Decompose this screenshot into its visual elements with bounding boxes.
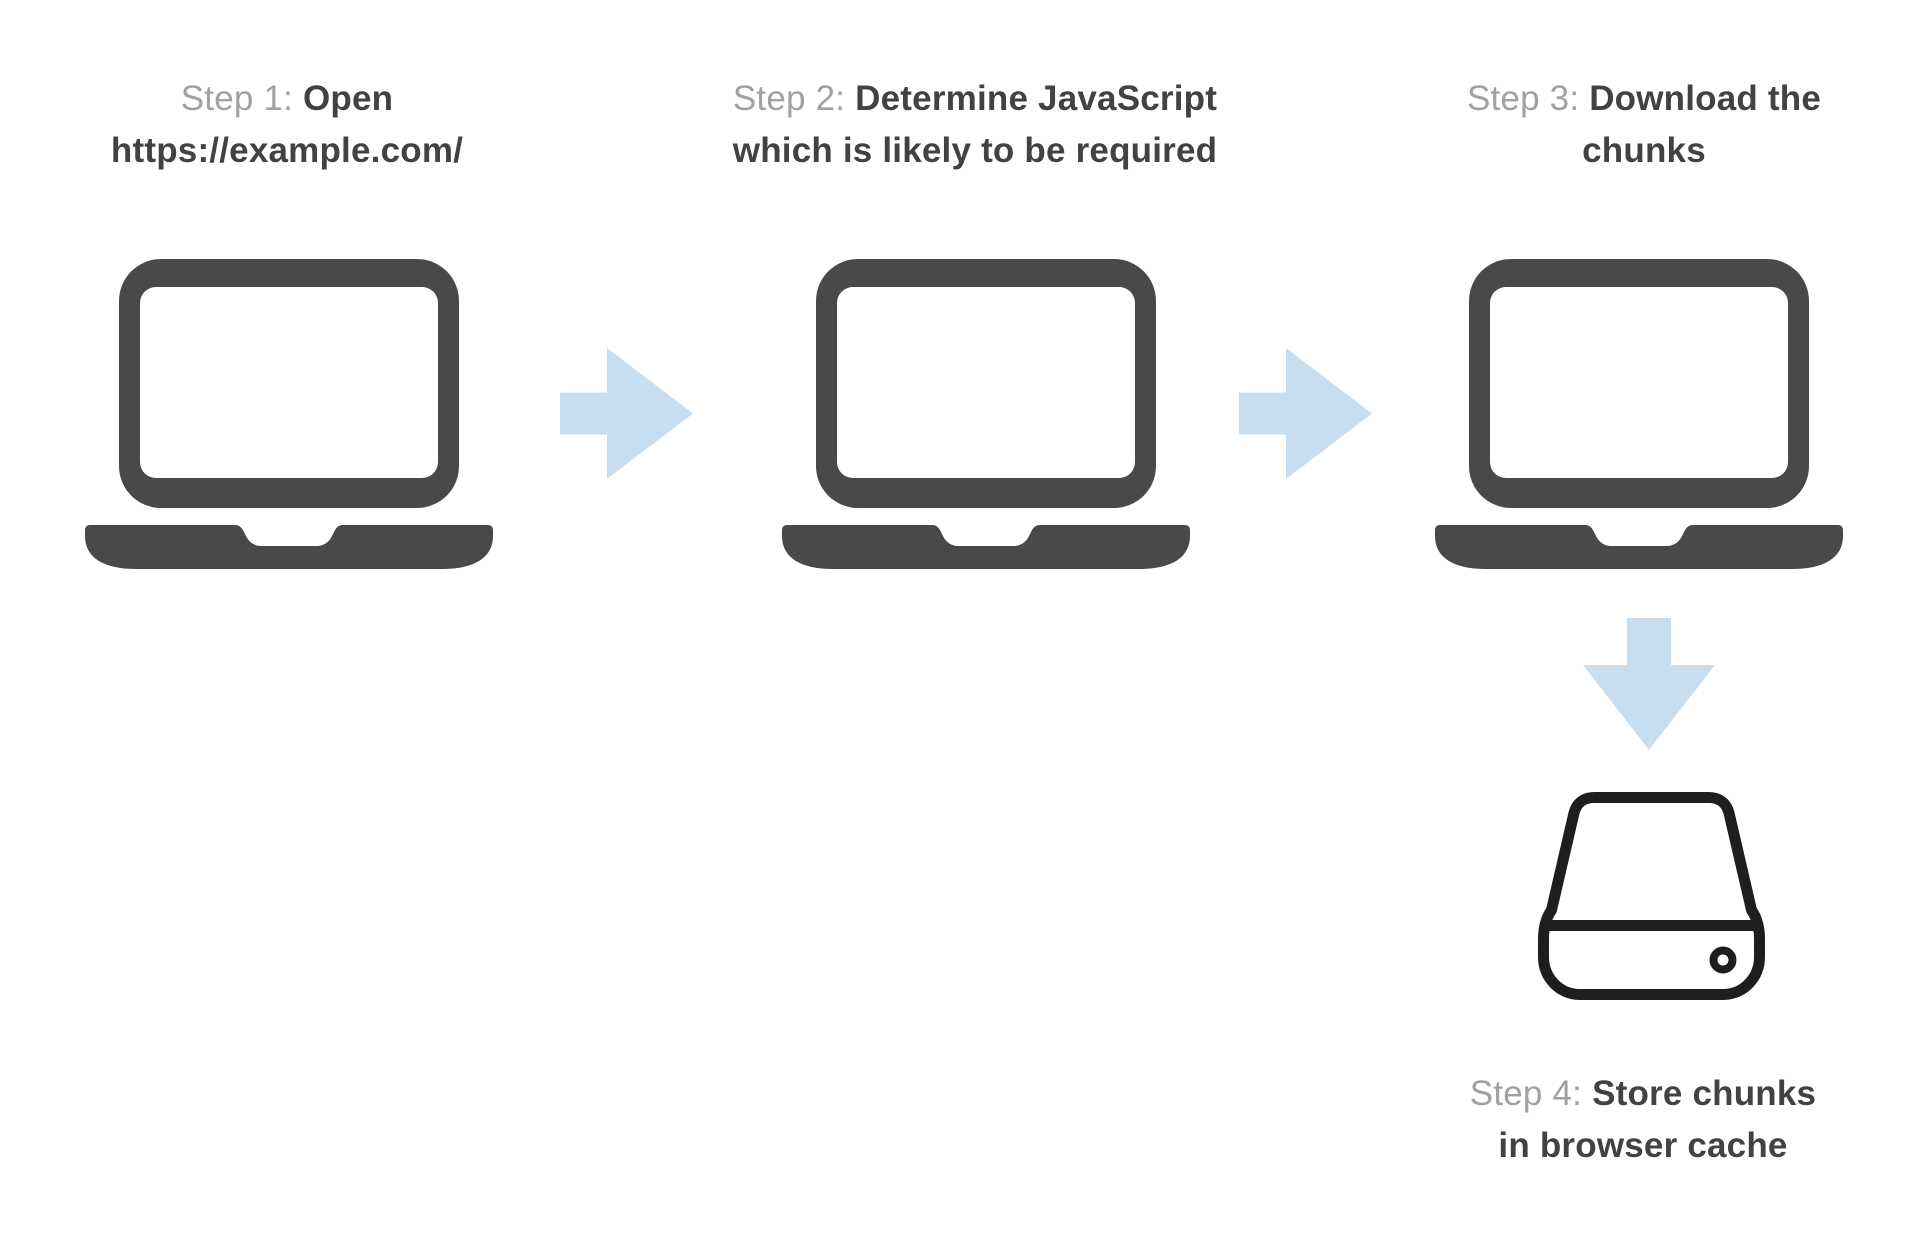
laptop-icon [782,259,1190,569]
step-1-title-line1: Open [303,79,394,118]
step-1-title-line2: https://example.com/ [110,131,464,170]
arrow-right-icon [560,348,693,479]
step-2-prefix: Step 2: [732,79,846,118]
step-1-prefix: Step 1: [180,79,294,118]
hard-drive-icon [1538,792,1765,1000]
step-4-caption: Step 4: Store chunks in browser cache [1323,1068,1916,1172]
laptop-icon [1435,259,1843,569]
step-4-title-line2: in browser cache [1498,1126,1788,1165]
step-3-title-line1: Download the [1589,79,1822,118]
step-2-title-line2: which is likely to be required [732,131,1218,170]
step-4-prefix: Step 4: [1469,1074,1583,1113]
step-4-title-line1: Store chunks [1592,1074,1817,1113]
laptop-icon [85,259,493,569]
arrow-right-icon [1239,348,1372,479]
step-3-prefix: Step 3: [1466,79,1580,118]
step-3-title-line2: chunks [1582,131,1706,170]
arrow-down-icon [1583,618,1715,750]
step-2-caption: Step 2: Determine JavaScript which is li… [655,73,1295,177]
step-2-title-line1: Determine JavaScript [855,79,1218,118]
step-1-caption: Step 1: Open https://example.com/ [0,73,607,177]
step-3-caption: Step 3: Download the chunks [1324,73,1916,177]
